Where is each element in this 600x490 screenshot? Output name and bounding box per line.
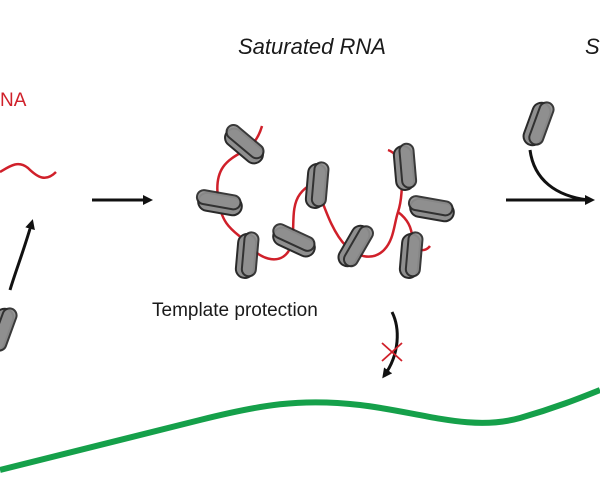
bound-protein-6 [334, 219, 377, 272]
block-x-mark [381, 342, 403, 362]
joining-curve-arrow [528, 149, 589, 202]
green-strand [0, 387, 600, 473]
bound-protein-7 [391, 142, 418, 192]
left-rna-label-fragment: NA [0, 90, 27, 111]
bound-protein-2 [193, 187, 245, 218]
template-protection-label: Template protection [152, 300, 318, 321]
left-protein [0, 303, 20, 356]
bound-protein-5 [304, 160, 331, 210]
right-title-fragment: S [585, 34, 600, 59]
bound-protein-9 [398, 230, 425, 280]
blocked-arrow [382, 311, 399, 379]
left-rna-strand [0, 162, 57, 180]
free-protein [520, 97, 557, 150]
bound-protein-8 [405, 193, 457, 224]
bound-protein-3 [234, 230, 261, 280]
left-cycle-arrow [8, 219, 35, 291]
saturated-rna-title: Saturated RNA [238, 34, 386, 59]
